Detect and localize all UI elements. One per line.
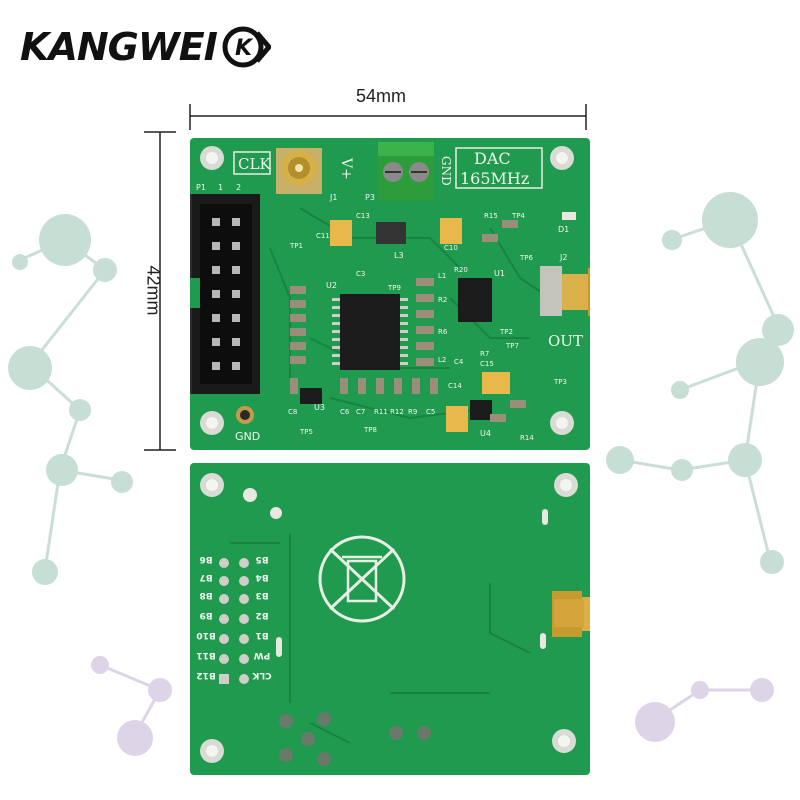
d1-label: D1 bbox=[558, 225, 569, 234]
dac-label: DAC bbox=[474, 149, 511, 168]
c7-label: C7 bbox=[356, 408, 365, 416]
chip-u3 bbox=[300, 388, 322, 404]
mounting-holes bbox=[200, 146, 574, 435]
header-solder-pins bbox=[219, 558, 249, 684]
l1-label: L1 bbox=[438, 272, 446, 280]
brand-emblem-letter: K bbox=[235, 36, 254, 61]
tp6-label: TP6 bbox=[519, 254, 533, 262]
tp4-label: TP4 bbox=[511, 212, 525, 220]
c6-label: C6 bbox=[340, 408, 350, 416]
led-d1 bbox=[562, 212, 576, 220]
pcb-top-view: CLK V+ GND DAC 165MHz OUT GND P1 1 2 J1 … bbox=[190, 138, 590, 450]
c4-label: C4 bbox=[454, 358, 464, 366]
j2-label: J2 bbox=[559, 253, 567, 262]
u4-label: U4 bbox=[480, 429, 491, 438]
r6-label: R6 bbox=[438, 328, 448, 336]
r11-label: R11 bbox=[374, 408, 388, 416]
width-dimension bbox=[189, 104, 587, 130]
pin-label-b8: B8 bbox=[199, 590, 212, 600]
c15-label: C15 bbox=[480, 360, 494, 368]
pin-label-b2: B2 bbox=[255, 610, 268, 620]
regulator-l3 bbox=[376, 222, 406, 244]
slot-right-top bbox=[542, 509, 548, 525]
tp5-label: TP5 bbox=[299, 428, 313, 436]
slot-right-bottom bbox=[540, 633, 546, 649]
r15-label: R15 bbox=[484, 212, 498, 220]
c11-label: C11 bbox=[316, 232, 330, 240]
pin1-label: 1 bbox=[218, 183, 223, 192]
chip-u4 bbox=[470, 400, 492, 420]
l2-label: L2 bbox=[438, 356, 446, 364]
pin-label-b1: B1 bbox=[255, 630, 268, 640]
r12-label: R12 bbox=[390, 408, 404, 416]
passive-components bbox=[290, 220, 526, 422]
out-label: OUT bbox=[548, 332, 583, 350]
tp7-label: TP7 bbox=[505, 342, 519, 350]
height-dimension bbox=[144, 131, 176, 451]
r20-label: R20 bbox=[454, 266, 468, 274]
pin-label-b4: B4 bbox=[255, 572, 268, 582]
pin-label-b11: B11 bbox=[196, 650, 215, 660]
idc-header-connector bbox=[190, 194, 260, 394]
slot-left bbox=[276, 637, 282, 657]
pin-label-b12: B12 bbox=[196, 670, 215, 680]
u1-label: U1 bbox=[494, 269, 505, 278]
height-label: 42mm bbox=[143, 265, 164, 316]
pin-label-b9: B9 bbox=[199, 610, 212, 620]
r2-label: R2 bbox=[438, 296, 447, 304]
r7-label: R7 bbox=[480, 350, 489, 358]
u2-label: U2 bbox=[326, 281, 337, 290]
c14-label: C14 bbox=[448, 382, 462, 390]
r9-label: R9 bbox=[408, 408, 417, 416]
opamp-chip-u1 bbox=[458, 278, 492, 322]
c10-label: C10 bbox=[444, 244, 458, 252]
tp1-label: TP1 bbox=[289, 242, 303, 250]
bottom-solder-pads bbox=[279, 712, 431, 766]
pin-label-b7: B7 bbox=[199, 572, 212, 582]
pin2-label: 2 bbox=[236, 183, 241, 192]
gnd-right-label: GND bbox=[439, 156, 453, 186]
c13-label: C13 bbox=[356, 212, 370, 220]
brand-name: KANGWEI bbox=[20, 25, 218, 69]
mounting-holes-bottom bbox=[200, 473, 578, 763]
pin-label-pw: PW bbox=[254, 650, 271, 660]
l3-label: L3 bbox=[394, 251, 404, 260]
c8-label: C8 bbox=[288, 408, 297, 416]
pin-label-b3: B3 bbox=[255, 590, 268, 600]
clk-sma-connector bbox=[276, 148, 322, 194]
tp3-label: TP3 bbox=[553, 378, 567, 386]
p1-label: P1 bbox=[196, 183, 206, 192]
c3-label: C3 bbox=[356, 270, 365, 278]
gnd-bottom-label: GND bbox=[235, 430, 260, 443]
dac-chip-u2 bbox=[340, 294, 400, 370]
tp9-label: TP9 bbox=[387, 284, 401, 292]
j1-label: J1 bbox=[329, 193, 337, 202]
out-sma-connector bbox=[540, 266, 590, 316]
pin-label-b10: B10 bbox=[196, 630, 215, 640]
pin-label-b6: B6 bbox=[199, 554, 212, 564]
brand-emblem-icon: K bbox=[222, 26, 271, 68]
p3-label: P3 bbox=[365, 193, 375, 202]
freq-label: 165MHz bbox=[460, 169, 529, 188]
u3-label: U3 bbox=[314, 403, 325, 412]
pin-label-clk: CLK bbox=[251, 670, 271, 680]
tantalum-capacitors bbox=[330, 218, 510, 432]
clk-label: CLK bbox=[238, 155, 271, 173]
tp2-label: TP2 bbox=[499, 328, 513, 336]
power-terminal-block bbox=[378, 142, 434, 200]
width-label: 54mm bbox=[356, 86, 407, 106]
c5-label: C5 bbox=[426, 408, 435, 416]
brand-logo: KANGWEI K bbox=[20, 22, 271, 72]
pcb-bottom-substrate bbox=[190, 463, 590, 775]
r14-label: R14 bbox=[520, 434, 534, 442]
tp8-label: TP8 bbox=[363, 426, 377, 434]
weee-recycle-icon bbox=[318, 535, 406, 623]
out-sma-connector-bottom bbox=[552, 591, 590, 637]
pin-label-b5: B5 bbox=[255, 554, 268, 564]
vplus-label: V+ bbox=[338, 157, 354, 180]
